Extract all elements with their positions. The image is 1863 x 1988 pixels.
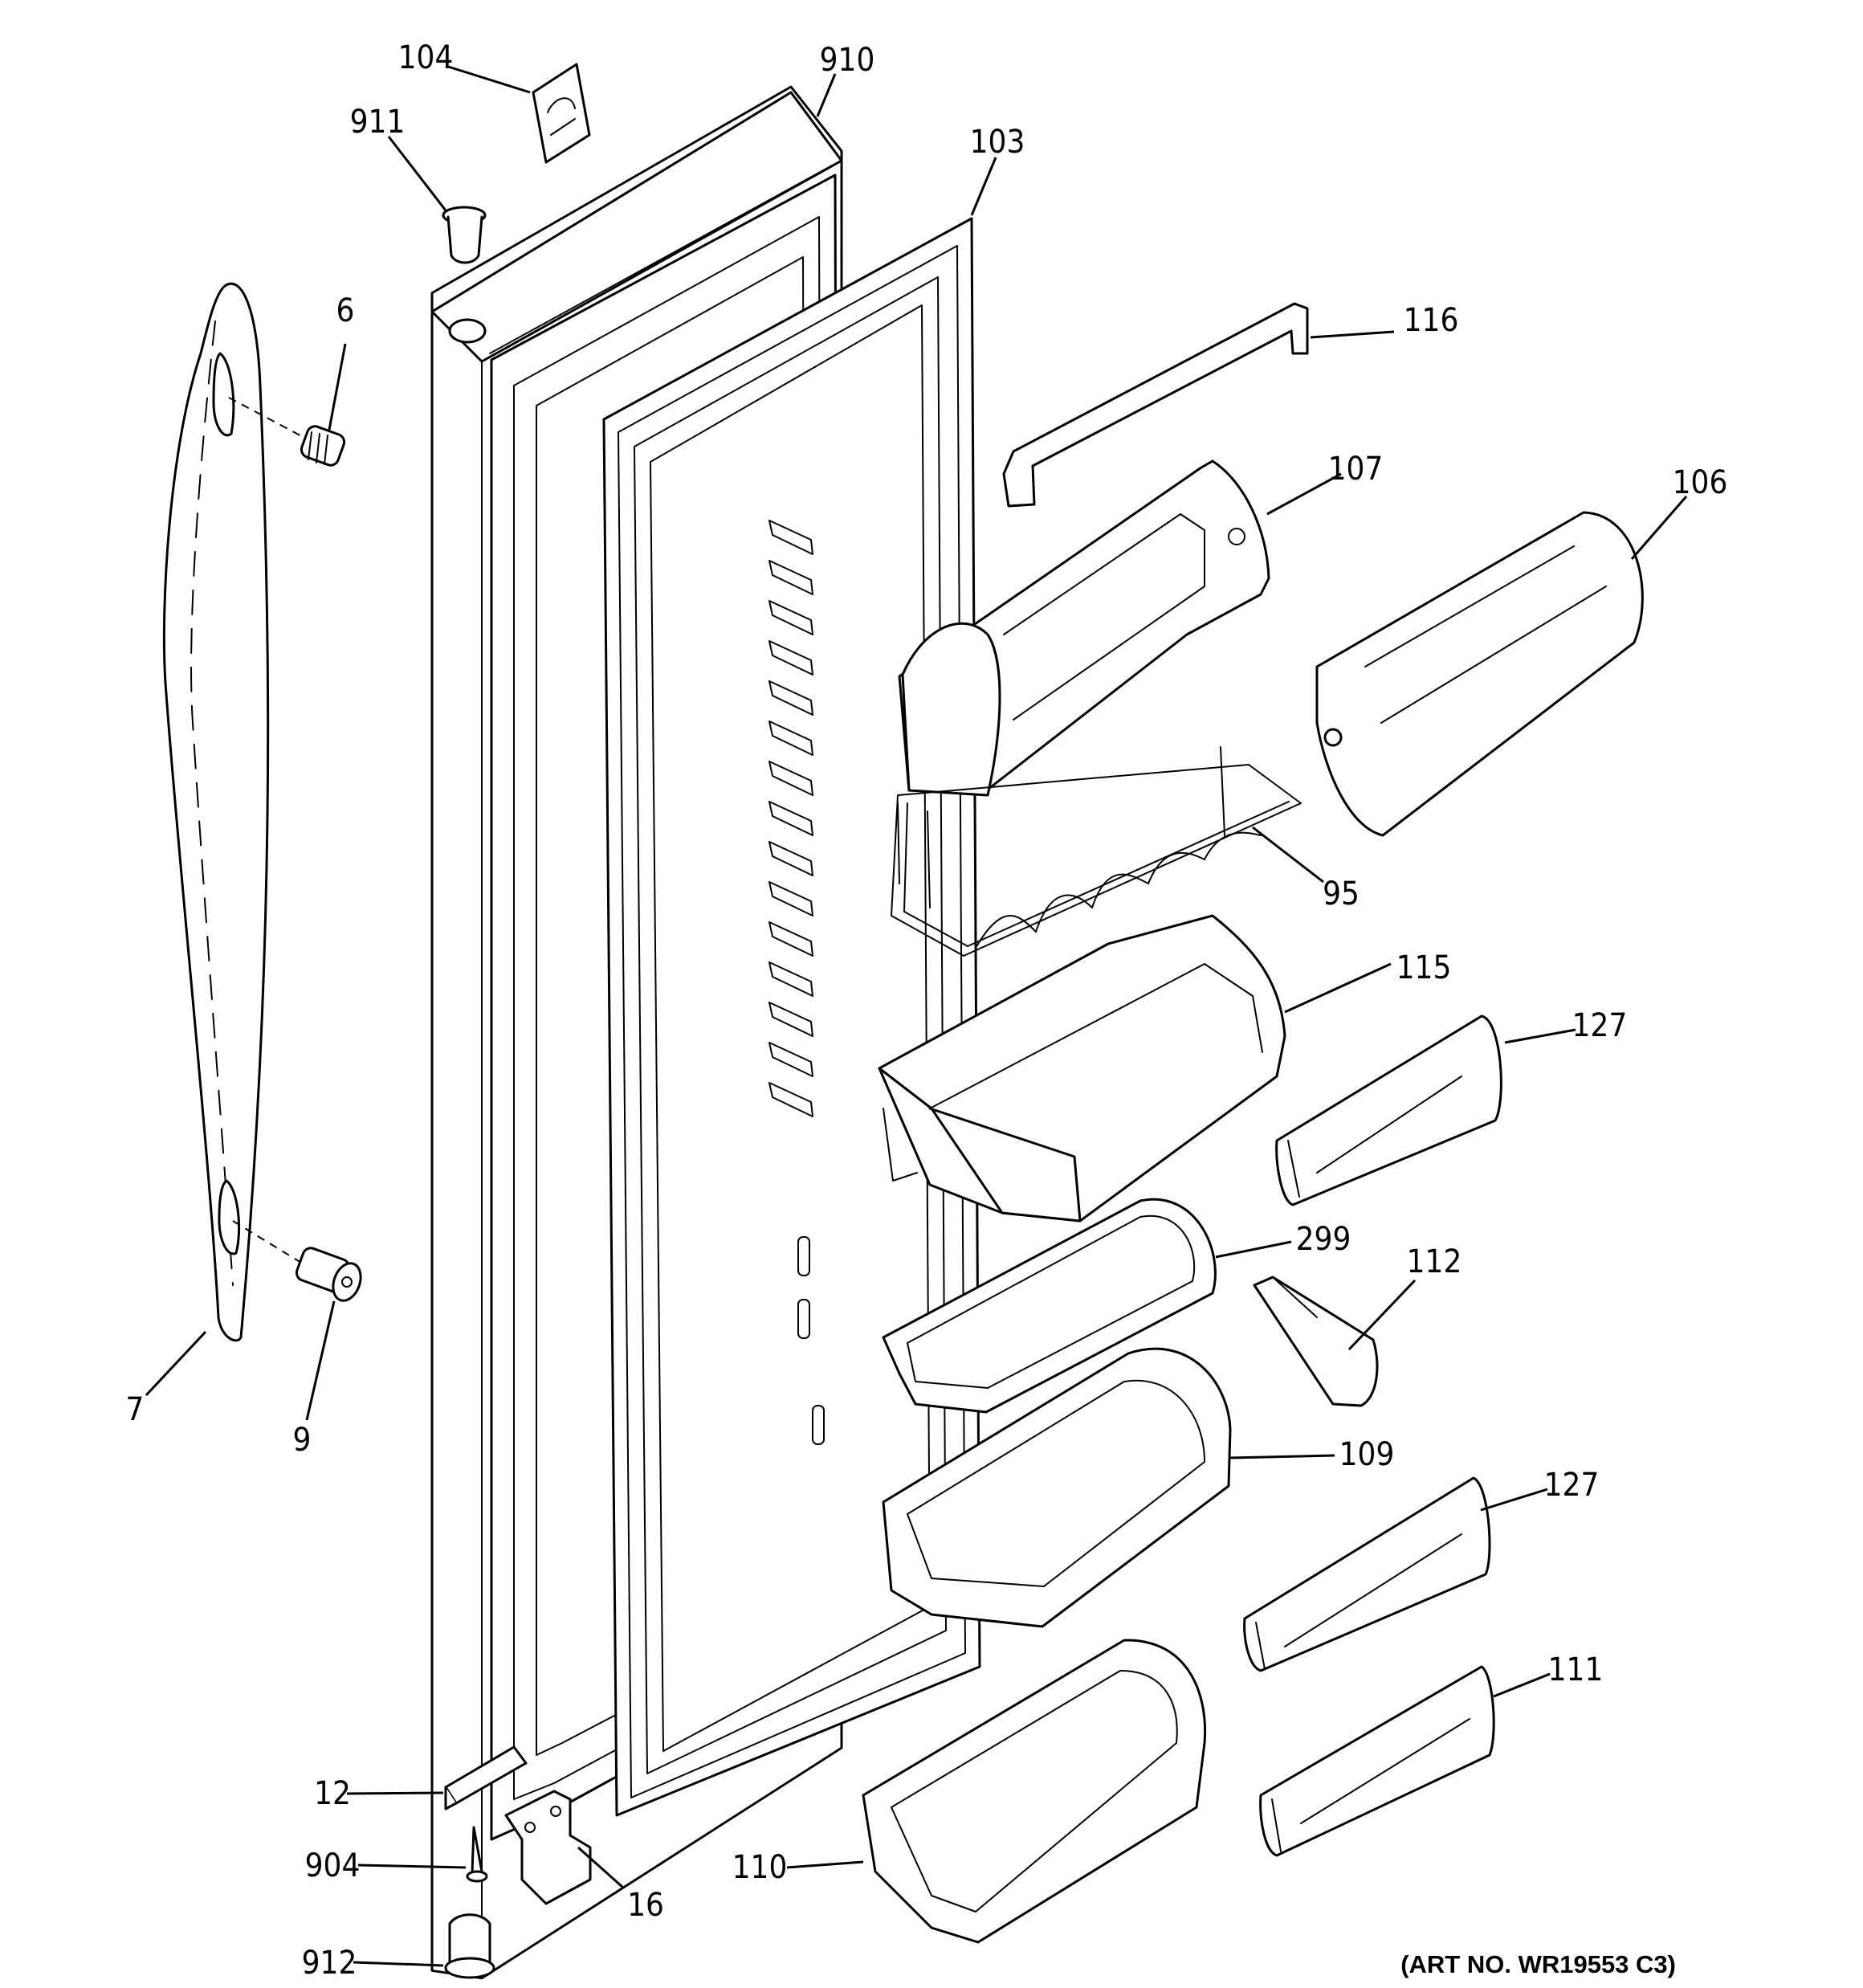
hinge-pin-bottom [444,1913,495,1979]
callout-904: 904 [305,1847,361,1884]
door-handle [162,282,270,1342]
callout-912: 912 [302,1945,357,1982]
callout-299: 299 [1296,1221,1351,1258]
callout-16: 16 [627,1887,664,1924]
handle-stud-upper [228,397,346,467]
callout-103: 103 [970,124,1025,161]
bin-cover-bottom [1259,1665,1495,1857]
callout-95: 95 [1323,876,1360,912]
callout-7: 7 [126,1391,145,1428]
callout-911: 911 [350,104,406,141]
callout-127-upper: 127 [1572,1007,1628,1044]
dairy-compartment [898,459,1270,797]
door-gasket [602,217,981,1817]
hinge-bushing-top [442,206,487,264]
dairy-door [1315,511,1644,837]
door-bin-small [882,1198,1217,1414]
shelf-rail-bar [1002,302,1309,508]
callout-labels: 104 910 911 103 6 116 107 106 95 115 127… [126,39,1728,1982]
bin-cover-upper [1275,1014,1502,1206]
art-number: (ART NO. WR19553 C3) [1400,1950,1676,1978]
bin-cover-lower [1243,1476,1491,1672]
callout-116: 116 [1404,302,1459,339]
callout-112: 112 [1407,1243,1462,1280]
door-bin-middle [882,1347,1232,1628]
callout-104: 104 [398,39,454,76]
callout-127-lower: 127 [1544,1467,1600,1504]
leader-lines [145,64,1688,1967]
callout-910: 910 [820,42,875,79]
brand-badge [532,63,591,164]
callout-106: 106 [1673,464,1728,501]
door-stop-bracket [444,1745,528,1810]
callout-12: 12 [314,1775,351,1812]
shelf-support-ribs [768,520,825,1445]
bin-divider [1253,1276,1379,1407]
hinge-bottom [504,1790,592,1905]
callout-111: 111 [1548,1651,1604,1688]
door-bin-bottom [862,1639,1207,1944]
callout-110: 110 [732,1849,788,1886]
callout-115: 115 [1396,949,1452,986]
wire-shelf [891,746,1302,957]
callout-107: 107 [1328,451,1384,488]
handle-stud-lower [232,1220,362,1302]
callout-9: 9 [293,1422,312,1459]
door-bin-upper [878,914,1286,1223]
screw [466,1826,488,1883]
callout-6: 6 [336,292,355,329]
callout-109: 109 [1339,1436,1395,1473]
